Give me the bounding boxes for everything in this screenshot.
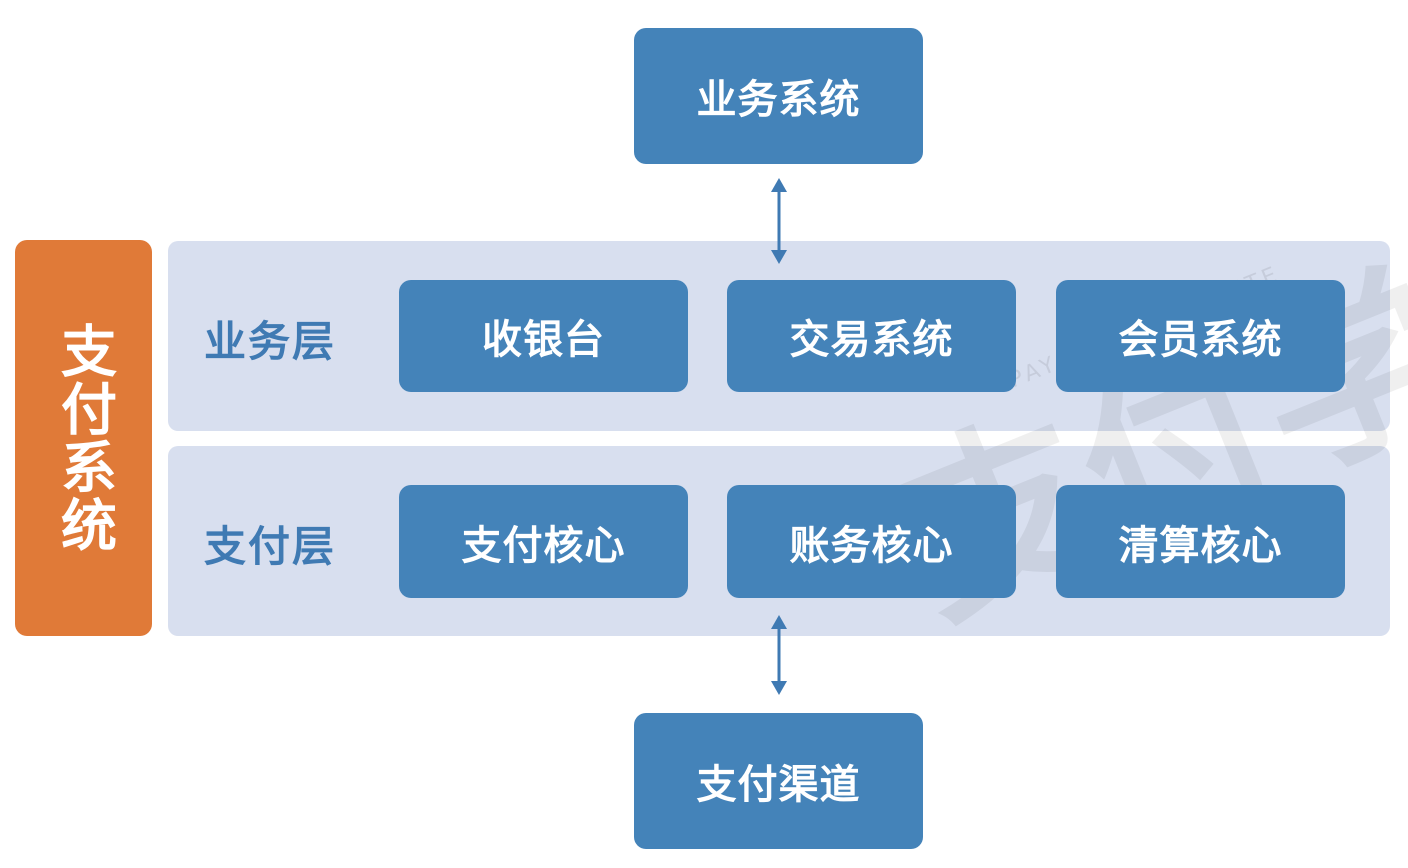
side-label-text: 支付系统: [51, 322, 117, 554]
clearing-core-box: 清算核心: [1056, 485, 1345, 598]
transaction-system-box: 交易系统: [727, 280, 1016, 392]
business-layer-label: 业务层: [204, 316, 337, 366]
payment-layer-label: 支付层: [204, 521, 337, 571]
payment-core-box: 支付核心: [399, 485, 688, 598]
payment-channel-box: 支付渠道: [634, 713, 923, 849]
bottom-double-arrow: [771, 615, 787, 695]
member-system-box: 会员系统: [1056, 280, 1345, 392]
payment-system-side-label: 支付系统: [15, 240, 152, 636]
accounting-core-box: 账务核心: [727, 485, 1016, 598]
cashier-box: 收银台: [399, 280, 688, 392]
top-double-arrow: [771, 178, 787, 264]
business-system-box: 业务系统: [634, 28, 923, 164]
